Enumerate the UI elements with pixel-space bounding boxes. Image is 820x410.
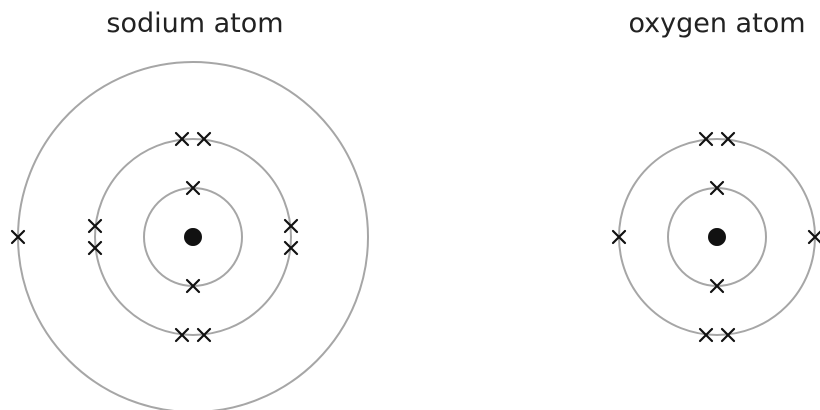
sodium-atom-title: sodium atom	[106, 8, 284, 39]
sodium-electron-shell2-6	[87, 218, 103, 234]
oxygen-electron-shell1-2	[709, 278, 725, 294]
oxygen-electron-shell2-6	[807, 229, 820, 245]
oxygen-electron-shell2-3	[720, 327, 736, 343]
oxygen-electron-shell2-4	[698, 327, 714, 343]
sodium-electron-shell2-2	[196, 131, 212, 147]
sodium-electron-shell1-1	[185, 180, 201, 196]
sodium-electron-shell2-8	[283, 240, 299, 256]
sodium-electron-shell2-3	[196, 327, 212, 343]
sodium-electron-shell3-1	[10, 229, 26, 245]
sodium-electron-shell2-7	[283, 218, 299, 234]
sodium-nucleus	[184, 228, 202, 246]
oxygen-electron-shell1-1	[709, 180, 725, 196]
oxygen-electron-shell2-5	[611, 229, 627, 245]
sodium-electron-shell1-2	[185, 278, 201, 294]
sodium-electron-shell2-5	[87, 240, 103, 256]
sodium-electron-shell2-1	[174, 131, 190, 147]
oxygen-electron-shell2-2	[720, 131, 736, 147]
sodium-atom-diagram	[10, 61, 369, 410]
oxygen-atom-diagram	[611, 131, 820, 343]
sodium-electron-shell2-4	[174, 327, 190, 343]
sodium-shell-2	[94, 138, 292, 336]
oxygen-electron-shell2-1	[698, 131, 714, 147]
oxygen-atom-title: oxygen atom	[628, 8, 806, 39]
oxygen-nucleus	[708, 228, 726, 246]
